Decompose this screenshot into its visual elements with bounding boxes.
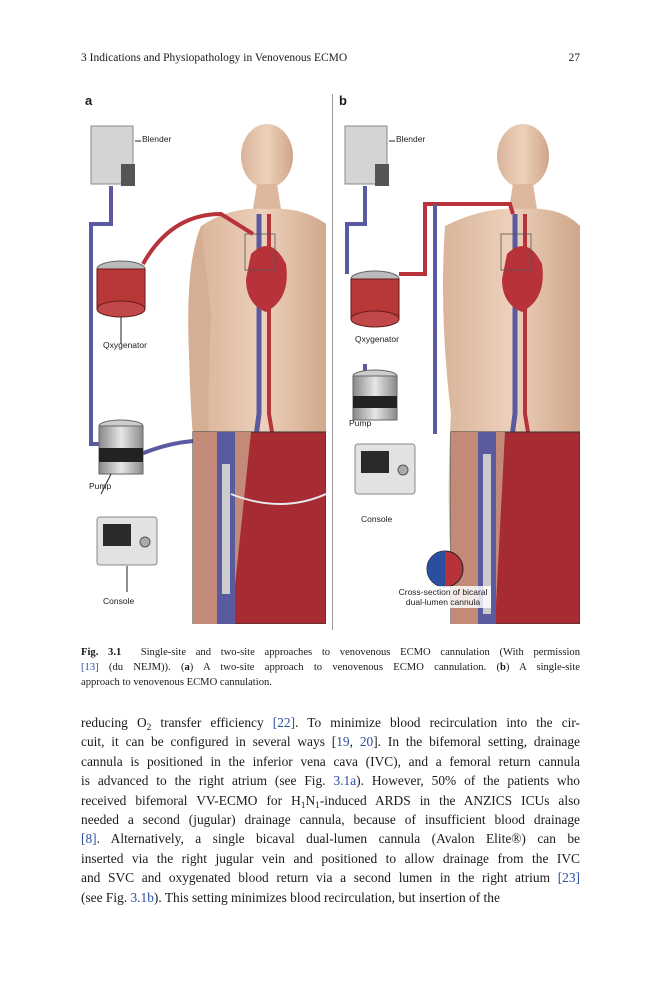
citation-link[interactable]: 19 (336, 734, 350, 750)
figure-caption: Fig. 3.1 Single-site and two-site approa… (81, 645, 580, 690)
label-console: Console (103, 596, 135, 606)
figure-3-1: a b (81, 90, 580, 630)
console-device (354, 443, 416, 495)
label-pump: Pump (89, 481, 112, 491)
caption-label: Fig. 3.1 (81, 647, 122, 658)
label-pump: Pump (349, 418, 372, 428)
label-cross-section: Cross-section of bicaral dual-lumen cann… (395, 586, 491, 608)
panel-a-letter: a (85, 93, 93, 108)
oxygenator-device (96, 260, 146, 344)
label-oxygenator: Qxygenator (355, 334, 399, 344)
citation-link[interactable]: [22] (272, 715, 296, 730)
text-line: (see Fig. 3.1b). This setting minimizes … (81, 889, 500, 905)
figure-link[interactable]: 3.1a (333, 773, 357, 789)
oxygenator-device (350, 270, 400, 328)
blender-device (90, 125, 141, 186)
blender-device (344, 125, 395, 186)
label-blender: Blender (396, 134, 426, 144)
label-blender: Blender (142, 134, 172, 144)
text-line: [8]. Alternatively, a single bicaval dua… (81, 831, 580, 847)
text-line: cannula is positioned in the inferior ve… (81, 753, 580, 769)
cross-section-diagram (426, 550, 464, 588)
console-device (96, 516, 158, 592)
label-oxygenator: Qxygenator (103, 340, 147, 350)
text-line: is advanced to the right atrium (see Fig… (81, 773, 580, 789)
pump-device (352, 369, 398, 421)
caption-line: approach to venovenous ECMO cannulation. (81, 677, 272, 688)
text-line: cuit, it can be configured in several wa… (81, 734, 580, 750)
running-head: 3 Indications and Physiopathology in Ven… (81, 52, 580, 68)
text-line: needed a second (jugular) drainage cannu… (81, 812, 580, 828)
page-number: 27 (568, 52, 581, 64)
inset-cannula-detail (192, 431, 326, 624)
figure-link[interactable]: 3.1b (130, 889, 154, 905)
citation-link[interactable]: [8] (81, 831, 97, 847)
chapter-title: 3 Indications and Physiopathology in Ven… (81, 52, 348, 64)
two-site-ecmo-illustration (89, 124, 326, 624)
text-line: reducing O2 transfer efficiency [22]. To… (81, 715, 581, 733)
citation-link[interactable]: [13] (81, 662, 99, 673)
panel-b-illustration: Blender Qxygenator Pump Console Cross-se… (335, 114, 580, 624)
label-console: Console (361, 514, 393, 524)
panel-a-illustration: Blender Qxygenator Pump Console (81, 114, 326, 624)
caption-line: Fig. 3.1 Single-site and two-site approa… (81, 647, 580, 658)
single-site-ecmo-illustration (344, 124, 580, 624)
panel-b-letter: b (339, 93, 347, 108)
pump-device (98, 419, 144, 495)
citation-link[interactable]: [23] (557, 870, 580, 886)
panel-divider (332, 94, 333, 630)
text-line: received bifemoral VV-ECMO for H1N1-indu… (81, 792, 580, 811)
citation-link[interactable]: 20 (359, 734, 374, 750)
text-line: and SVC and oxygenated blood return via … (81, 870, 580, 886)
text-line: inserted via the right jugular vein and … (81, 850, 580, 866)
caption-line: [13] (du NEJM)). (a) A two-site approach… (81, 662, 580, 673)
body-paragraph: reducing O2 transfer efficiency [22]. To… (81, 713, 580, 907)
